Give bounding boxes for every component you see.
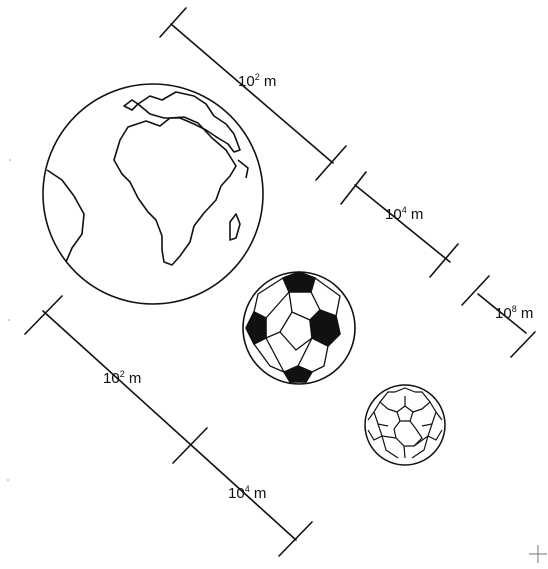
upper-scale-tick-2 <box>316 146 346 180</box>
scan-specks <box>7 159 11 481</box>
earth-globe-icon <box>43 84 263 304</box>
label-lower-b: 104 m <box>228 484 266 502</box>
crosshair-icon <box>529 545 547 563</box>
soccer-ball-icon <box>243 272 355 384</box>
lower-scale-tick-3 <box>279 522 312 556</box>
buckyball-icon <box>365 385 445 465</box>
label-lower-a: 102 m <box>103 369 141 387</box>
upper-scale-line-2 <box>355 185 450 262</box>
lower-scale-tick-1 <box>25 296 62 334</box>
upper-scale-tick-6 <box>511 332 535 357</box>
label-upper-c: 108 m <box>495 304 533 322</box>
label-upper-a: 102 m <box>238 72 276 90</box>
upper-scale-tick-3 <box>341 172 366 204</box>
label-upper-b: 104 m <box>385 205 423 223</box>
